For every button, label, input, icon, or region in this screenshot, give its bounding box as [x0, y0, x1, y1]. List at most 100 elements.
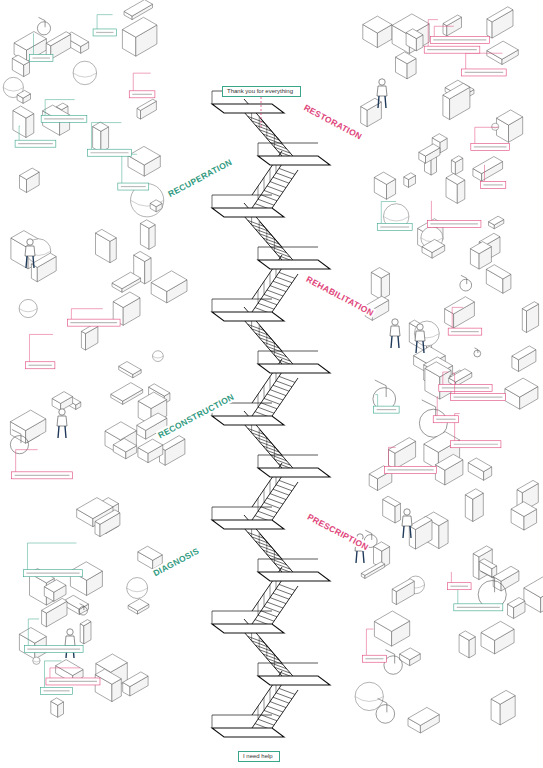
- landing-post: [258, 247, 259, 260]
- box-top: [517, 480, 538, 492]
- figure-head: [392, 319, 398, 325]
- landing-post: [212, 507, 213, 520]
- box-top: [122, 17, 156, 37]
- box-top: [400, 648, 421, 660]
- exercise-ball: [19, 299, 37, 317]
- stage-label: PRESCRIPTION: [305, 511, 371, 552]
- box-top: [113, 292, 140, 308]
- baluster: [259, 429, 260, 442]
- box-side: [145, 258, 151, 284]
- landing-rail: [258, 559, 318, 560]
- stringer: [244, 424, 282, 468]
- ball-seam: [127, 588, 148, 592]
- leader-line: [27, 543, 76, 570]
- box-top: [46, 32, 70, 46]
- box-top: [44, 580, 66, 593]
- callout-box: [41, 115, 87, 122]
- box-side: [110, 238, 116, 263]
- callout-scribble: [26, 573, 79, 574]
- box-top: [419, 144, 440, 156]
- wheelchair-frame: [474, 348, 477, 353]
- leader-line: [437, 397, 438, 416]
- wheel: [376, 705, 395, 724]
- figure-legs: [416, 341, 424, 353]
- stair-tread: [276, 589, 292, 595]
- stair-tread: [276, 173, 292, 179]
- callout-scribble: [70, 322, 117, 323]
- box-side: [473, 554, 479, 580]
- callout-box: [15, 140, 56, 147]
- figure-legs: [378, 96, 386, 108]
- box-top: [119, 362, 142, 375]
- box-top: [96, 229, 117, 241]
- baluster: [266, 229, 267, 242]
- stair-tread: [270, 390, 286, 396]
- box-top: [14, 32, 46, 51]
- box-top: [392, 579, 414, 592]
- box-top: [491, 690, 515, 704]
- leader-line: [381, 202, 396, 224]
- stair-tread: [267, 394, 283, 400]
- callout-scribble: [465, 72, 503, 73]
- baluster: [270, 377, 271, 390]
- callout-scribble: [430, 223, 478, 224]
- box-side: [522, 309, 526, 333]
- figure-head: [404, 509, 410, 515]
- box-top: [20, 168, 40, 179]
- landing-post: [258, 455, 259, 468]
- stage-label: REHABILITATION: [304, 274, 376, 319]
- callout-box: [439, 384, 492, 391]
- stringer: [244, 320, 282, 364]
- figure-body: [377, 86, 387, 96]
- stair-tread: [270, 598, 286, 604]
- box-top: [432, 134, 447, 143]
- stair-tread: [274, 667, 290, 673]
- callout-scribble: [49, 681, 97, 682]
- callout-box: [129, 91, 155, 98]
- box-top: [113, 438, 136, 452]
- stair-tread: [258, 719, 274, 725]
- ball-seam: [153, 356, 164, 358]
- callout-box: [462, 69, 506, 76]
- stair-tread: [261, 611, 277, 617]
- stair-tread: [270, 286, 286, 292]
- figure-head: [27, 239, 33, 245]
- stair-tread: [264, 190, 280, 196]
- callout-box: [67, 319, 120, 326]
- callout-scribble: [377, 409, 396, 410]
- note-text: Thank you for everything: [227, 88, 296, 95]
- callout-box: [41, 687, 73, 694]
- box-top: [511, 502, 536, 517]
- ball-seam: [131, 200, 164, 206]
- box-top: [451, 156, 462, 163]
- stair-tread: [273, 281, 289, 287]
- stringer: [268, 378, 298, 422]
- baluster: [264, 281, 265, 294]
- stair-tread: [271, 143, 287, 149]
- stair-tread: [267, 602, 283, 608]
- box-top: [473, 546, 492, 557]
- callout-scribble: [454, 397, 503, 398]
- stair-tread: [258, 615, 274, 621]
- box-top: [479, 559, 496, 569]
- box-top: [42, 598, 67, 613]
- box-top: [361, 562, 384, 576]
- stair-tread: [279, 272, 295, 278]
- box-top: [51, 698, 64, 705]
- furniture-props: [3, 0, 543, 733]
- box-top: [138, 439, 163, 453]
- stair-tread: [271, 455, 287, 461]
- landing-rail: [258, 143, 318, 144]
- stair-tread: [276, 381, 292, 387]
- stage-label: DIAGNOSIS: [151, 545, 202, 578]
- box-top: [443, 15, 462, 26]
- landing-rail: [258, 663, 318, 664]
- stair-tread: [274, 459, 290, 465]
- callout-scribble: [44, 690, 70, 691]
- landing-rail: [212, 195, 272, 196]
- callout-scribble: [365, 658, 383, 659]
- box-top: [409, 516, 432, 529]
- box-top: [12, 55, 29, 65]
- callout-scribble: [457, 607, 500, 608]
